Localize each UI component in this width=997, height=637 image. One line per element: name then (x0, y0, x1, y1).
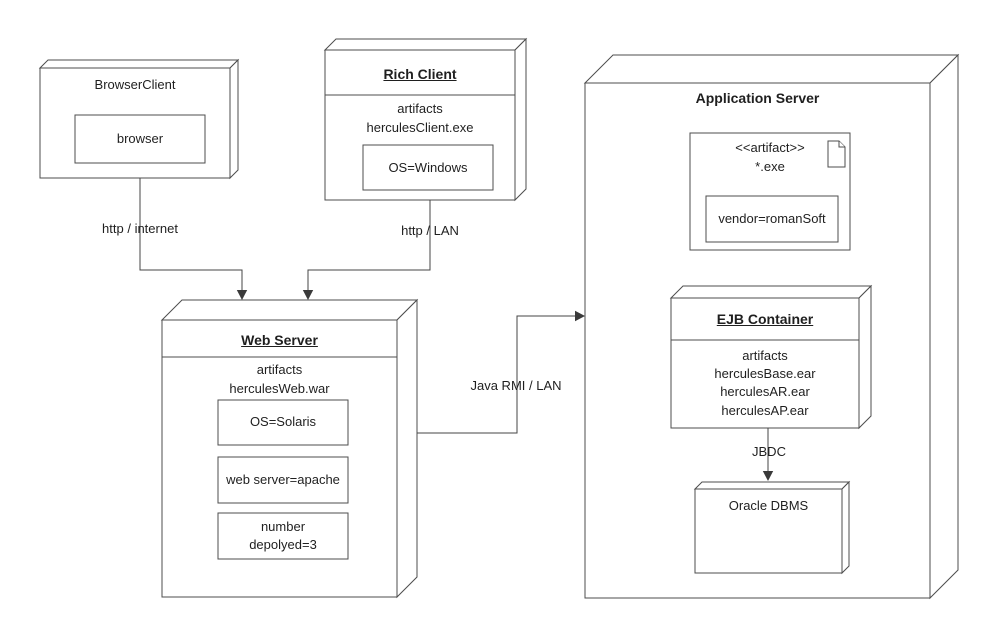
ejb-container-title: EJB Container (716, 311, 814, 327)
web-server-artifact-name: herculesWeb.war (229, 381, 330, 396)
apache-property-box (217, 456, 349, 504)
oracle-dbms-node-side (841, 480, 850, 575)
artifact-stereotype: <<artifact>> (735, 140, 805, 155)
ejb-container-node-front (670, 297, 860, 429)
artifact-name: *.exe (755, 159, 785, 174)
artifact-file-icon-fold (838, 141, 845, 148)
oracle-dbms-node-top (693, 481, 851, 490)
ejb-artifacts-heading: artifacts (742, 348, 788, 363)
browser-component-box (74, 114, 206, 164)
rich-client-node-top (323, 38, 528, 51)
ejb-artifact-name-3: herculesAP.ear (721, 403, 809, 418)
web-server-node-top (160, 299, 419, 321)
os-solaris-property-box (217, 399, 349, 446)
os-solaris-property: OS=Solaris (249, 414, 317, 429)
ejb-artifact-name-1: herculesBase.ear (714, 366, 816, 381)
rich-client-artifact-name: herculesClient.exe (366, 120, 474, 135)
rich-client-artifacts-heading: artifacts (397, 101, 443, 116)
os-windows-property: OS=Windows (388, 160, 468, 175)
connector-http-lan-arrowhead (302, 290, 314, 300)
web-server-title: Web Server (241, 332, 318, 348)
os-windows-property-box (362, 144, 494, 191)
vendor-property-box (705, 195, 839, 243)
apache-property: web server=apache (226, 472, 340, 487)
web-server-artifacts-heading: artifacts (256, 362, 303, 377)
browser-client-title: BrowserClient (94, 77, 176, 92)
connector-http-internet (139, 178, 243, 299)
connector-http-internet-arrowhead (236, 290, 248, 300)
application-server-node-side (929, 53, 959, 600)
connector-label-jbdc: JBDC (752, 444, 786, 459)
rich-client-node-side (514, 37, 527, 202)
connector-java-rmi-lan (417, 315, 584, 434)
oracle-dbms-node-front (694, 488, 843, 574)
application-server-title: Application Server (695, 90, 820, 106)
number-deployed-property: number depolyed=3 (218, 518, 348, 554)
connector-jbdc-arrowhead (762, 471, 774, 481)
connector-label-http-lan: http / LAN (401, 223, 459, 238)
number-deployed-line2: depolyed=3 (249, 537, 317, 552)
rich-client-title: Rich Client (383, 66, 457, 82)
browser-component-label: browser (116, 131, 164, 146)
connector-label-http-internet: http / internet (102, 221, 178, 236)
browser-client-node-side (229, 58, 239, 180)
application-server-node-top (583, 54, 960, 84)
number-deployed-property-box (217, 512, 349, 560)
web-server-node-side (396, 298, 418, 599)
connector-http-lan (307, 200, 431, 299)
number-deployed-line1: number (260, 519, 306, 534)
connector-java-rmi-lan-arrowhead (575, 310, 585, 322)
ejb-container-node-top (669, 285, 873, 299)
ejb-artifact-name-2: herculesAR.ear (720, 384, 810, 399)
vendor-property: vendor=romanSoft (718, 211, 826, 226)
ejb-container-node-side (858, 284, 872, 430)
oracle-dbms-title: Oracle DBMS (728, 498, 809, 513)
browser-client-node-top (38, 59, 240, 69)
connector-label-java-rmi-lan: Java RMI / LAN (470, 378, 562, 393)
